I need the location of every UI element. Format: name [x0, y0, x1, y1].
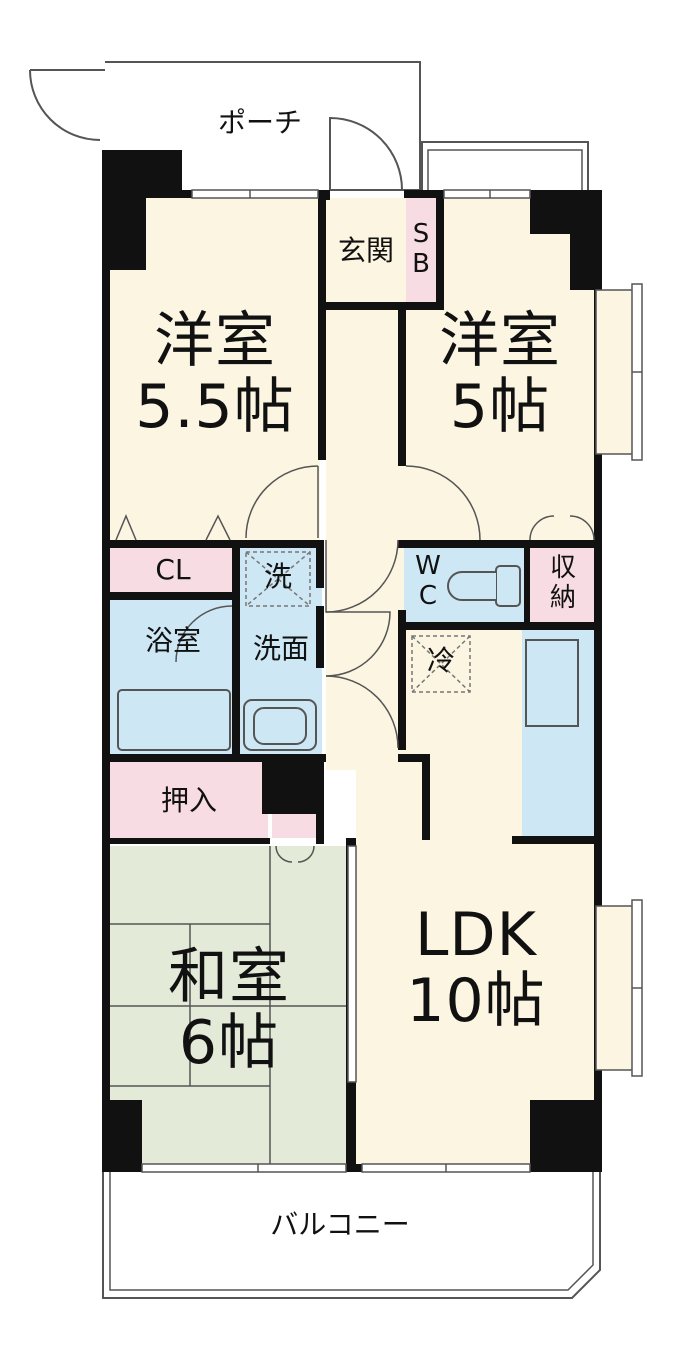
genkan-label: 玄関 [337, 234, 394, 267]
oshiire-closet [110, 762, 268, 838]
western-room-1-label: 洋室 5.5帖 [135, 306, 295, 442]
toilet [447, 565, 521, 607]
wc-label: W C [415, 551, 441, 611]
closet-cl-label: CL [155, 553, 191, 586]
bathroom-label: 浴室 [144, 624, 201, 657]
porch [29, 61, 421, 191]
balcony-label: バルコニー [270, 1208, 410, 1241]
washing-machine-space [245, 551, 311, 607]
storage-label: 収 納 [549, 553, 576, 613]
doors [115, 465, 595, 863]
washing-machine-label: 洗 [263, 560, 292, 593]
genkan [326, 198, 406, 302]
tatami-lines [110, 846, 348, 1166]
storage [530, 548, 596, 622]
ldk-label: LDK 10帖 [406, 900, 546, 1036]
porch-label: ポーチ [217, 106, 302, 139]
oshiire-label: 押入 [160, 784, 217, 817]
railing [421, 141, 589, 190]
kitchen-counter [522, 630, 594, 836]
balcony [102, 1170, 601, 1299]
western-room-2-label: 洋室 5帖 [439, 306, 561, 442]
fridge-label: 冷 [426, 644, 455, 677]
walls [102, 150, 602, 1172]
bathtub [117, 689, 231, 751]
washitsu-label: 和室 6帖 [168, 942, 290, 1078]
washroom-label: 洗面 [252, 632, 309, 665]
windows [141, 189, 643, 1173]
shoe-box [406, 198, 436, 302]
fridge-space [411, 635, 471, 693]
wash-basin [243, 699, 317, 751]
shoe-box-label: S B [412, 219, 430, 279]
closet-cl [110, 546, 236, 592]
kitchen-sink [525, 639, 579, 727]
